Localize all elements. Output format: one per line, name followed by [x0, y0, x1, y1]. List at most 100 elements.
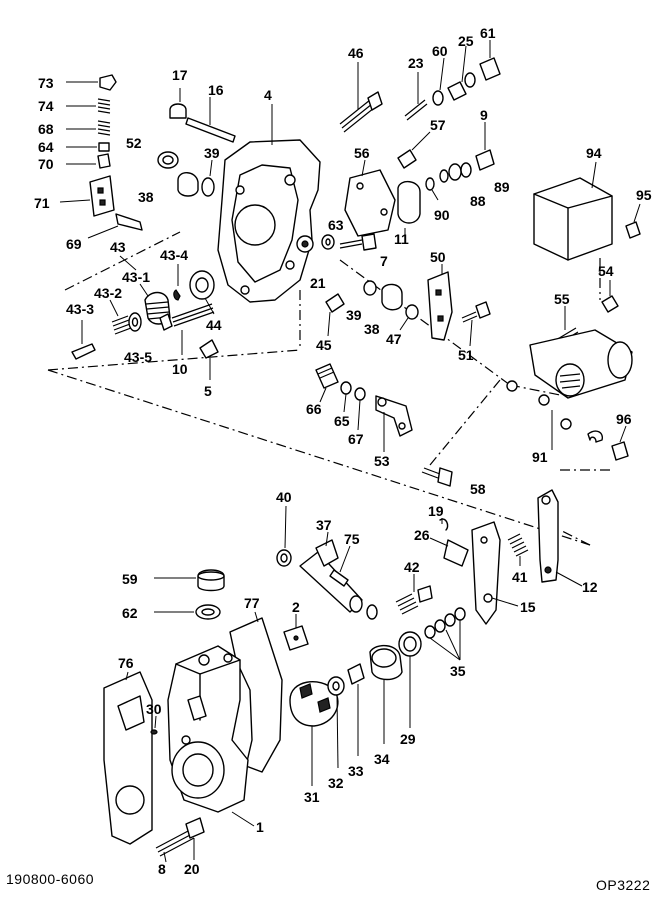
callout-43: 43 [110, 239, 126, 255]
part-25-fitting [447, 45, 476, 101]
part-71-bracket [59, 175, 115, 217]
part-26-link [429, 537, 469, 567]
callout-38b: 38 [364, 321, 380, 337]
part-21-gear [296, 235, 314, 253]
callout-35: 35 [450, 663, 466, 679]
part-65-oring [340, 381, 352, 413]
part-15-plate [471, 521, 519, 625]
callout-50: 50 [430, 249, 446, 265]
callout-94: 94 [586, 145, 602, 161]
callout-54: 54 [598, 263, 614, 279]
part-53-lever [375, 395, 413, 452]
callout-66: 66 [306, 401, 322, 417]
part-4-housing [217, 104, 321, 303]
page-code: OP3222 [596, 877, 650, 893]
callout-68: 68 [38, 121, 54, 137]
part-54-nut [601, 280, 619, 313]
callout-20: 20 [184, 861, 200, 877]
part-10-bolt [159, 303, 215, 355]
part-46-bolt [339, 62, 383, 133]
part-66-plug [315, 363, 339, 403]
part-62-washer [154, 604, 221, 620]
part-41-spring [507, 533, 529, 566]
part-11-plug [397, 181, 421, 238]
callout-63: 63 [328, 217, 344, 233]
part-2-plate [283, 614, 309, 651]
part-51-bolt [461, 301, 491, 347]
part-17-plug [169, 88, 187, 119]
callout-11: 11 [394, 231, 409, 247]
callout-15: 15 [520, 599, 536, 615]
part-38-plug [177, 172, 199, 197]
part-43-3-bolt [71, 320, 96, 360]
callout-12: 12 [582, 579, 598, 595]
callout-65: 65 [334, 413, 350, 429]
part-23-bolt [404, 72, 428, 121]
part-34-sleeve [369, 645, 403, 744]
part-76-gasket [103, 671, 153, 845]
part-33-sleeve [347, 663, 365, 756]
callout-40: 40 [276, 489, 292, 505]
callout-43-2: 43-2 [94, 285, 122, 301]
part-63-washer [321, 234, 335, 250]
callout-2: 2 [292, 599, 300, 615]
callout-90: 90 [434, 207, 450, 223]
callout-8: 8 [158, 861, 166, 877]
part-61-cap [479, 40, 501, 81]
part-60-washer [432, 57, 445, 106]
part-95-bolt [625, 203, 641, 239]
part-43-5-washer [128, 312, 142, 332]
callout-38: 38 [138, 189, 154, 205]
callout-34: 34 [374, 751, 390, 767]
callout-4: 4 [264, 87, 272, 103]
part-9-nut [475, 122, 495, 171]
callout-74: 74 [38, 98, 54, 114]
part-69-pin [87, 213, 143, 239]
part-45-bolt [325, 293, 345, 337]
part-68-spring [66, 120, 111, 136]
callout-21: 21 [310, 275, 326, 291]
callout-25: 25 [458, 33, 474, 49]
part-56-cover-plate [344, 159, 396, 237]
callout-23: 23 [408, 55, 424, 71]
callout-89: 89 [494, 179, 510, 195]
callout-5: 5 [204, 383, 212, 399]
part-30-pin [150, 715, 158, 735]
callout-33: 33 [348, 763, 364, 779]
callout-43-4: 43-4 [160, 247, 188, 263]
part-32-washer [327, 676, 345, 769]
part-31-flyweight [289, 681, 339, 786]
callout-88: 88 [470, 193, 486, 209]
callout-62: 62 [122, 605, 138, 621]
callout-47: 47 [386, 331, 402, 347]
callout-57: 57 [430, 117, 446, 133]
part-38b-plug [381, 283, 403, 311]
callout-37: 37 [316, 517, 332, 533]
callout-60: 60 [432, 43, 448, 59]
part-29-bearing [398, 631, 422, 728]
callout-52: 52 [126, 135, 142, 151]
part-59-plug [154, 569, 225, 592]
part-91-solenoid [529, 329, 633, 450]
callout-43-3: 43-3 [66, 301, 94, 317]
part-42-spring [395, 574, 433, 615]
part-64-pin [66, 142, 110, 152]
callout-26: 26 [414, 527, 430, 543]
part-39-oring [201, 159, 215, 197]
part-37-washer [366, 604, 378, 620]
callout-9: 9 [480, 107, 488, 123]
callout-30: 30 [146, 701, 162, 717]
part-70-clip [66, 153, 111, 169]
callout-43-1: 43-1 [122, 269, 150, 285]
callout-58: 58 [470, 481, 486, 497]
part-35-washers [424, 607, 466, 661]
callout-73: 73 [38, 75, 54, 91]
callout-17: 17 [172, 67, 188, 83]
callout-labels: 73 74 68 64 70 71 69 43 43-4 43-1 43-2 4… [34, 25, 652, 877]
part-89-washer [439, 169, 449, 183]
part-40-ring [276, 505, 292, 567]
callout-55: 55 [554, 291, 570, 307]
part-5-bolt [199, 339, 219, 380]
callout-10: 10 [172, 361, 188, 377]
